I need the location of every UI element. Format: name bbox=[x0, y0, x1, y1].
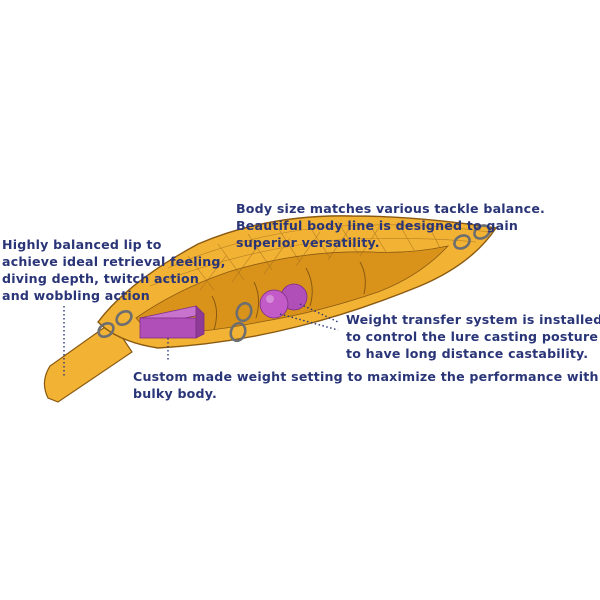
callout-body-line: Beautiful body line is designed to gain bbox=[236, 218, 519, 233]
callout-body-line: superior versatility. bbox=[236, 235, 380, 250]
custom-weight-block bbox=[139, 305, 205, 339]
belly-hook-eye bbox=[229, 301, 253, 343]
scale-pattern bbox=[149, 221, 489, 291]
callout-lip-line: and wobbling action bbox=[2, 288, 150, 303]
callout-lip-line: achieve ideal retrieval feeling, bbox=[2, 254, 226, 269]
callout-weight-transfer: Weight transfer system is installed to c… bbox=[346, 311, 600, 362]
internal-ribs bbox=[211, 261, 366, 331]
diving-lip bbox=[43, 321, 133, 403]
callout-custom-weight: Custom made weight setting to maximize t… bbox=[133, 368, 599, 402]
callout-lip-line: diving depth, twitch action bbox=[2, 271, 200, 286]
callout-lip-line: Highly balanced lip to bbox=[2, 237, 162, 252]
callout-weight-transfer-line: to have long distance castability. bbox=[346, 346, 589, 361]
lure-body bbox=[43, 215, 498, 403]
callout-lip: Highly balanced lip to achieve ideal ret… bbox=[2, 236, 226, 304]
callout-weight-transfer-line: Weight transfer system is installed bbox=[346, 312, 600, 327]
callout-body-line: Body size matches various tackle balance… bbox=[236, 201, 546, 216]
callout-custom-weight-line: bulky body. bbox=[133, 386, 217, 401]
nose-split-ring bbox=[97, 309, 133, 339]
callout-custom-weight-line: Custom made weight setting to maximize t… bbox=[133, 369, 599, 384]
leader-lines bbox=[63, 303, 339, 378]
callout-weight-transfer-line: to control the lure casting posture bbox=[346, 329, 599, 344]
leader-weight-transfer-a bbox=[299, 303, 339, 323]
callout-body: Body size matches various tackle balance… bbox=[236, 200, 545, 251]
tail-split-ring bbox=[453, 224, 491, 250]
